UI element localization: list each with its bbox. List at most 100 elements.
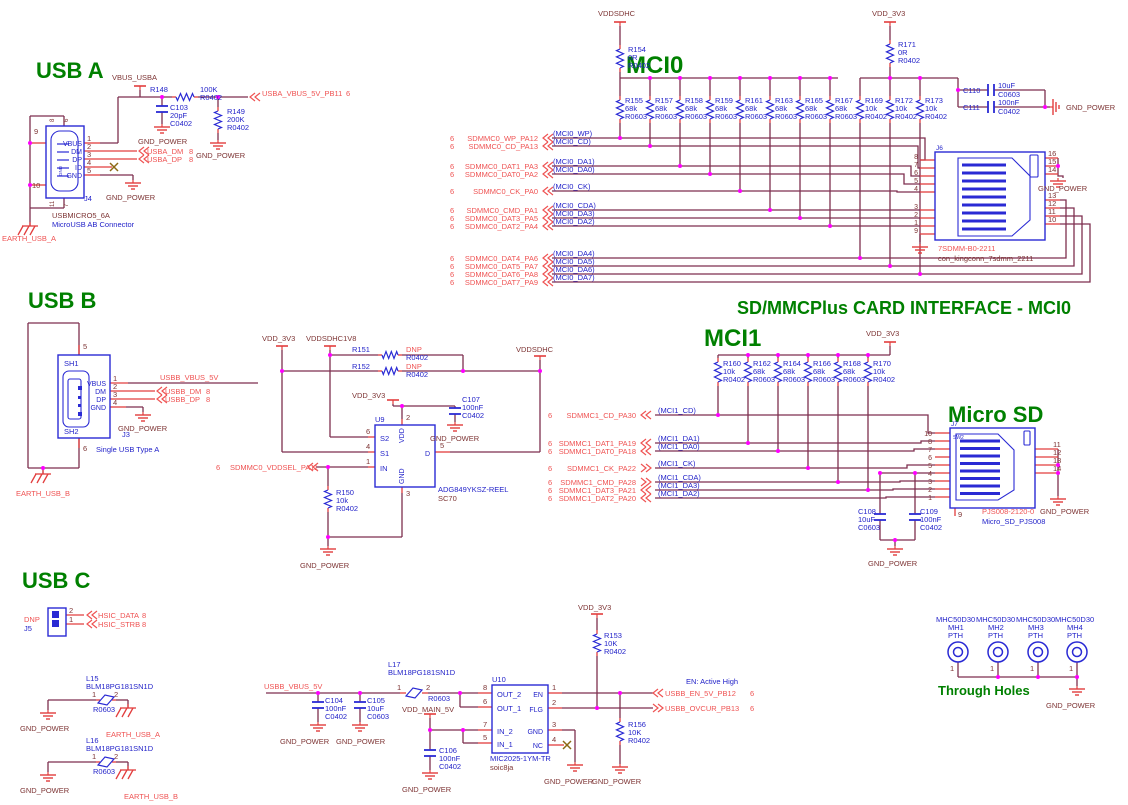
label-dnp: DNP [406,345,422,354]
label-gnd-power: GND_POWER [402,785,452,794]
ferrite-bead-l17 [404,687,424,699]
label-6: 6 [548,478,552,487]
label-7: 7 [914,162,918,169]
label-r0603: R0603 [775,112,797,121]
label-2: 2 [114,752,118,761]
label-usba-dp: USBA_DP [147,155,182,164]
chevron-left [542,261,549,271]
label-1: 1 [1069,664,1073,673]
label-usba-vbus-5v-pb11: USBA_VBUS_5V_PB11 [262,89,342,98]
label-6: 6 [64,118,70,122]
label-6: 6 [450,222,454,231]
junction-dot [738,189,742,193]
label-r167: R167 [835,96,853,105]
label-8: 8 [189,147,193,156]
chevron-left [547,205,554,215]
earth-symbol [36,473,43,484]
label-sdmmc0-dat6-pa8: SDMMC0_DAT6_PA8 [465,270,538,279]
label-100nf: 100nF [920,515,942,524]
label-11: 11 [1048,207,1056,216]
label-0r: 0R [628,53,638,62]
label-r153: R153 [604,631,622,640]
label-sdmmc0-dat3-pa5: SDMMC0_DAT3_PA5 [465,214,538,223]
connector-shape [78,386,82,390]
label--mci0-da7-: (MCI0_DA7) [553,273,595,282]
label-10: 10 [924,431,932,438]
label-mhc50d30: MHC50D30 [1055,615,1094,624]
junction-dot [746,353,750,357]
label-r151: R151 [352,345,370,354]
label-68k: 68k [783,367,795,376]
label-3: 3 [552,720,556,729]
label-c107: C107 [462,395,480,404]
wire [655,414,935,434]
label-1: 1 [1030,664,1034,673]
resistor-r165 [795,99,805,120]
label-usba-dm: USBA_DM [147,147,183,156]
junction-dot [538,369,542,373]
chevron-left [161,386,168,396]
chevron-left [312,462,319,472]
label-2: 2 [114,690,118,699]
label-c0402: C0402 [920,523,942,532]
label-8: 8 [142,611,146,620]
label-sh2: SH2 [64,427,79,436]
label-earth-usb-b: EARTH_USB_B [124,792,178,801]
label-hsic-strb: HSIC_STRB [98,620,140,629]
label-vbus: VBUS [87,381,106,388]
label-adg849yksz-reel: ADG849YKSZ-REEL [438,485,508,494]
label-4: 4 [914,186,918,193]
label-6: 6 [216,463,220,472]
chevron-left [542,133,549,143]
label-vbus-usba: VBUS_USBA [112,73,157,82]
resistor-r151 [381,349,399,361]
label-mhc50d30: MHC50D30 [976,615,1015,624]
junction-dot [918,76,922,80]
junction-dot [1043,105,1047,109]
label-c0402: C0402 [439,762,461,771]
label-1: 1 [92,690,96,699]
component-box-u10 [491,684,549,754]
label-r0603: R0603 [428,694,450,703]
junction-dot [326,535,330,539]
resistor-r172 [885,99,895,120]
label-5: 5 [440,441,444,450]
label-r161: R161 [745,96,763,105]
earth-symbol [121,707,128,718]
junction-dot [618,136,622,140]
label-68k: 68k [625,104,637,113]
chevron-left [547,269,554,279]
wire [552,165,920,177]
label-10uf: 10uF [367,704,385,713]
junction-dot [888,76,892,80]
label-gnd-power: GND_POWER [1066,103,1116,112]
earth-symbol [127,769,134,780]
chevron-left [542,277,549,287]
label-68k: 68k [715,104,727,113]
label-6: 6 [450,206,454,215]
chevron-left [156,386,163,396]
chevron-left [645,410,652,420]
label-r155: R155 [625,96,643,105]
label-6: 6 [750,689,754,698]
chevron-left [640,410,647,420]
label--mci1-cda-: (MCI1_CDA) [658,473,701,482]
label-sc70: SC70 [438,494,457,503]
label-r160: R160 [723,359,741,368]
label-j6: J6 [936,145,943,152]
label-10k: 10K [604,639,617,648]
label-gnd-power: GND_POWER [592,777,642,786]
label-d: D [425,451,430,458]
label-r0603: R0603 [93,767,115,776]
label-10k: 10k [925,104,937,113]
section-title-mci0: MCI0 [626,52,684,79]
resistor-r150 [322,489,334,509]
label-10k: 10K [628,728,641,737]
label-sdmmc1-dat3-pa21: SDMMC1_DAT3_PA21 [559,486,636,495]
label-vdd-3v3: VDD_3V3 [352,391,385,400]
label-20pf: 20pF [170,111,188,120]
label-10: 10 [1048,215,1056,224]
label-c104: C104 [325,696,343,705]
label-en: EN [533,692,543,699]
